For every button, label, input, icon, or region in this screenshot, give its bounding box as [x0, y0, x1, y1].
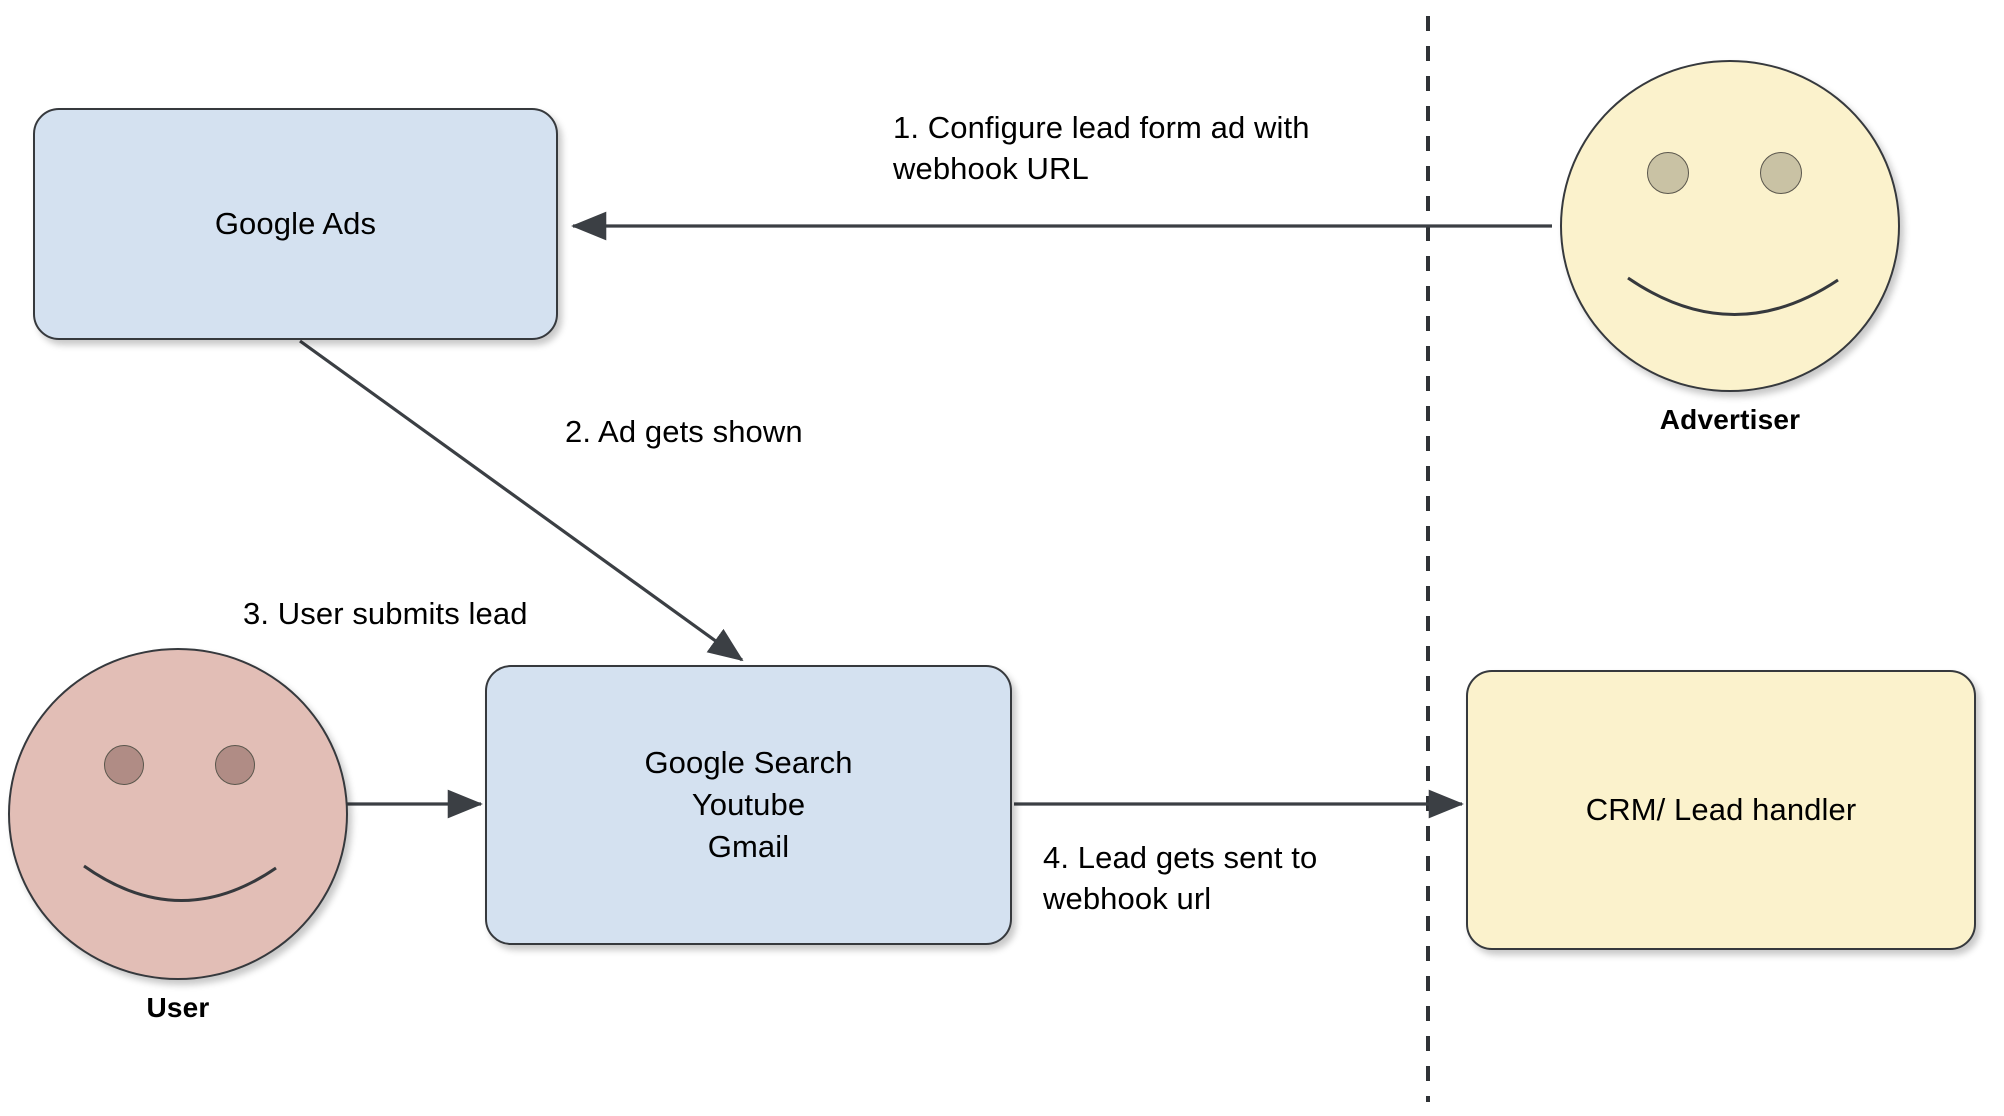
- node-crm-label: CRM/ Lead handler: [1585, 792, 1857, 827]
- advertiser-left-eye-icon: [1647, 152, 1689, 194]
- advertiser-right-eye-icon: [1760, 152, 1802, 194]
- node-google-surfaces[interactable]: Google Search Youtube Gmail: [485, 665, 1012, 945]
- node-google-surfaces-label: Google Search Youtube Gmail: [644, 745, 853, 864]
- actor-advertiser-caption: Advertiser: [1659, 404, 1801, 435]
- node-google-ads-label: Google Ads: [214, 206, 377, 241]
- user-left-eye-icon: [104, 745, 144, 785]
- node-crm[interactable]: CRM/ Lead handler: [1466, 670, 1976, 950]
- user-right-eye-icon: [215, 745, 255, 785]
- actor-user[interactable]: [8, 648, 348, 980]
- advertiser-smile-icon: [1624, 274, 1842, 338]
- edge-label-step2: 2. Ad gets shown: [565, 414, 803, 449]
- edge-label-step1: 1. Configure lead form ad with webhook U…: [893, 110, 1310, 186]
- edge-label-step3: 3. User submits lead: [243, 596, 528, 631]
- edge-label-step4: 4. Lead gets sent to webhook url: [1043, 840, 1318, 916]
- user-smile-icon: [80, 862, 280, 924]
- actor-advertiser[interactable]: [1560, 60, 1900, 392]
- node-google-ads[interactable]: Google Ads: [33, 108, 558, 340]
- actor-user-caption: User: [146, 992, 210, 1023]
